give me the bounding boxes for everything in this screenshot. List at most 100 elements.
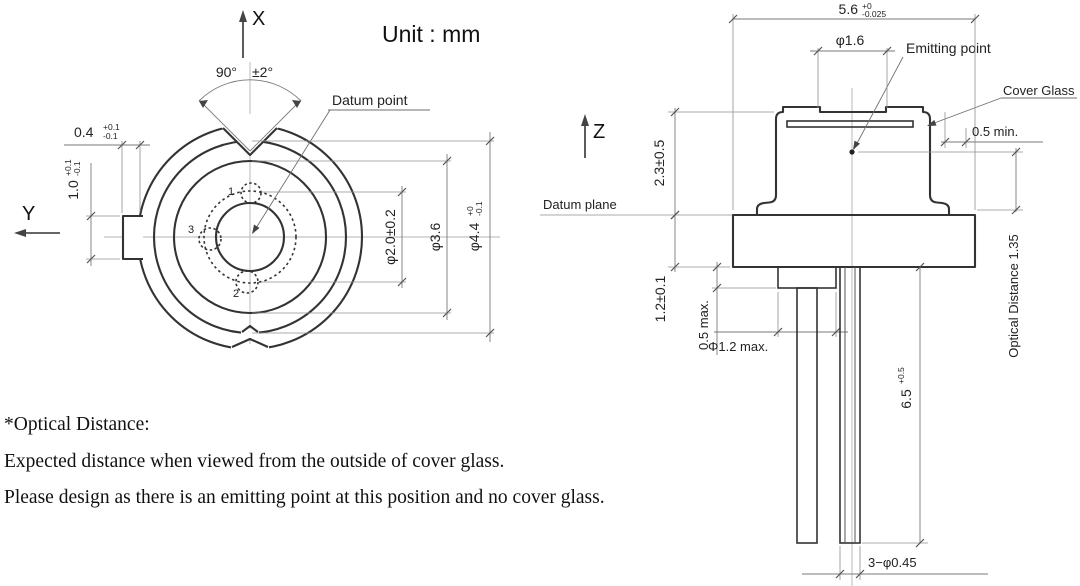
tab-height-value: 1.0 <box>65 180 81 200</box>
x-axis: X <box>239 8 265 58</box>
dim-notch-angle: 90° ±2° <box>198 64 302 152</box>
cover-glass-callout: Cover Glass <box>927 83 1077 126</box>
angle-tolerance: ±2° <box>252 64 273 80</box>
cap-dia-label: φ3.6 <box>427 223 443 252</box>
pin-2-label: 2 <box>233 288 239 300</box>
z-axis-arrowhead <box>581 114 589 126</box>
pin-2-circle <box>235 270 259 294</box>
dim-tick <box>1011 205 1021 215</box>
y-axis-arrowhead <box>14 229 26 237</box>
base-bottom-notch <box>241 324 259 333</box>
lead-pin-right <box>839 266 861 544</box>
cover-glass-label: Cover Glass <box>1003 83 1075 98</box>
datum-point-label: Datum point <box>332 92 408 108</box>
pin-1-circle <box>240 182 262 204</box>
cap-circle <box>172 159 328 315</box>
tab-width-tol-minus: -0.1 <box>103 131 118 141</box>
top-notch-eraser <box>208 114 292 156</box>
optical-distance-label: Optical Distance 1.35 <box>1006 234 1021 358</box>
dim-tick <box>86 211 96 221</box>
angle-leg <box>198 99 251 152</box>
dim-tick <box>670 262 680 272</box>
top-v-notch <box>222 127 278 157</box>
flange-dia-value: 5.6 <box>839 1 859 17</box>
dim-tick <box>773 327 783 337</box>
dim-window-dia-side: φ1.6 <box>810 32 895 108</box>
tab-height-tol-minus: -0.1 <box>72 161 82 176</box>
tab-eraser <box>122 215 143 260</box>
note-line-1: *Optical Distance: <box>4 414 150 435</box>
cover-glass-arrowhead <box>927 119 937 126</box>
dim-optical-distance: Optical Distance 1.35 <box>858 147 1023 358</box>
dim-tick <box>397 187 407 197</box>
dim-tick <box>135 140 145 150</box>
dim-cap-height: 2.3±0.5 <box>651 107 774 220</box>
note-line-2: Expected distance when viewed from the o… <box>4 451 504 472</box>
dim-tick <box>442 156 452 166</box>
dim-tick <box>712 262 722 272</box>
x-axis-label: X <box>252 8 265 30</box>
dim-tick <box>712 283 722 293</box>
datum-arrowhead <box>252 224 260 234</box>
tab-width-tol-plus: +0.1 <box>103 122 120 132</box>
dim-tick <box>670 210 680 220</box>
dim-window-dia: φ2.0±0.2 <box>262 186 407 288</box>
angle-value: 90° <box>216 64 237 80</box>
bottom-notch-eraser <box>231 344 269 356</box>
note-line-3: Please design as there is an emitting po… <box>4 487 605 508</box>
pin-3-label: 3 <box>188 224 194 236</box>
dim-tick <box>670 107 680 117</box>
side-view: Datum plane Z Emitting point Cover Glass <box>540 1 1077 586</box>
dim-flange-thickness: 1.2±0.1 <box>652 210 730 322</box>
dim-tick <box>397 277 407 287</box>
z-axis-label: Z <box>593 121 605 143</box>
dim-lead-length: 6.5 +0.5 <box>862 262 928 548</box>
base-dia-tol-plus: +0 <box>465 206 475 216</box>
angle-arc <box>198 79 302 102</box>
dim-tick <box>970 14 980 24</box>
pins: 1 3 2 <box>188 182 262 300</box>
unit-label: Unit : mm <box>382 21 480 47</box>
dim-base-dia: φ4.4 +0 -0.1 <box>252 132 495 342</box>
window-dia-label: φ2.0±0.2 <box>382 209 398 265</box>
lead-pin-left <box>796 287 818 544</box>
dim-cover-margin: 0.5 min. <box>940 112 1043 148</box>
tab-width-value: 0.4 <box>74 124 94 140</box>
dim-tick <box>1011 147 1021 157</box>
y-axis-label: Y <box>22 203 35 225</box>
dim-cap-dia: φ3.6 <box>252 154 452 320</box>
notes: *Optical Distance: Expected distance whe… <box>4 414 605 508</box>
dim-tick <box>485 328 495 338</box>
base-notch-eraser <box>241 329 259 338</box>
pin-3-circle <box>198 227 222 251</box>
cap-height-label: 2.3±0.5 <box>651 139 667 186</box>
angle-arrowhead <box>199 100 208 108</box>
standoff-height-label: 0.5 max. <box>696 300 711 350</box>
dim-standoff-dia: Φ1.2 max. <box>708 292 848 354</box>
dim-tick <box>915 538 925 548</box>
front-view: 90° ±2° Datum point 1 3 2 0.4 +0. <box>14 8 500 356</box>
dim-tick <box>117 140 127 150</box>
dim-tab-height: 1.0 +0.1 -0.1 <box>63 159 120 266</box>
dim-standoff-height: 0.5 max. <box>696 262 776 355</box>
lead-length-tol-plus: +0.5 <box>896 367 906 384</box>
cap-body <box>755 105 951 217</box>
standoff-pedestal <box>777 266 837 289</box>
dim-tick <box>855 569 865 579</box>
datum-point-callout: Datum point <box>252 92 430 234</box>
datum-leader <box>252 109 331 234</box>
emitting-point-arrowhead <box>853 140 860 150</box>
standoff-dia-label: Φ1.2 max. <box>708 339 768 354</box>
dim-tick <box>915 262 925 272</box>
window-dia-side-label: φ1.6 <box>836 32 865 48</box>
dim-tick <box>728 14 738 24</box>
dim-tick <box>442 308 452 318</box>
cover-margin-label: 0.5 min. <box>972 124 1018 139</box>
cover-glass <box>786 120 914 128</box>
dim-tick <box>882 46 892 56</box>
emitting-point-label: Emitting point <box>906 40 991 56</box>
dim-tick <box>961 137 971 147</box>
angle-arrowhead <box>292 100 301 108</box>
